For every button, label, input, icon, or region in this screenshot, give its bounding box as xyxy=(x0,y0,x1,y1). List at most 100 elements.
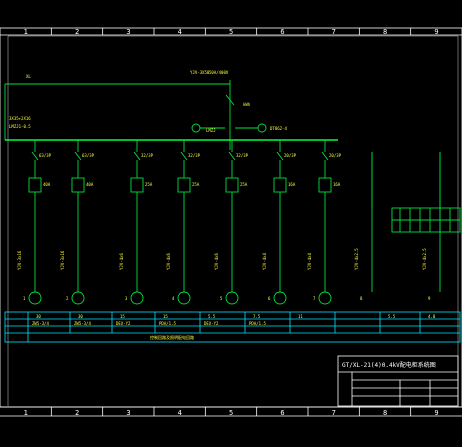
circuit-number: 7 xyxy=(313,296,316,301)
motor-symbol xyxy=(177,291,191,305)
contactor-symbol xyxy=(318,177,332,193)
circuit-1: 63/3P 40A YJV-3x16 1 xyxy=(17,140,52,305)
breaker-symbol xyxy=(180,151,188,161)
motor-symbol xyxy=(28,291,42,305)
cable-label: YJV-4x2.5 xyxy=(422,248,427,270)
table-cell: PDA/1.5 xyxy=(159,321,176,326)
table-cell: 5.5 xyxy=(388,314,396,319)
ruler-number: 7 xyxy=(332,28,336,36)
rating-label: 40A xyxy=(43,182,51,187)
breaker-symbol xyxy=(321,151,329,161)
table-cell: 30 xyxy=(36,314,41,319)
table-cell: PDA/1.5 xyxy=(249,321,266,326)
ruler-number: 1 xyxy=(24,409,28,417)
ruler-number: 4 xyxy=(178,409,182,417)
ruler-number: 2 xyxy=(75,409,79,417)
cable-label: YJV-4x2.5 xyxy=(354,248,359,270)
motor-symbol xyxy=(130,291,144,305)
contactor-symbol xyxy=(28,177,42,193)
circuit-3: 32/3P 25A YJV-4x6 3 xyxy=(119,140,154,305)
parameter-table xyxy=(4,311,461,343)
breaker-label: 32/3P xyxy=(188,153,201,158)
circuit-number: 9 xyxy=(428,296,431,301)
supply-cable-label: YJV-3X50 xyxy=(190,70,210,75)
rating-label: 25A xyxy=(145,182,153,187)
table-cell: ZW5-3/4 xyxy=(32,321,49,326)
circuit-number: 2 xyxy=(66,296,69,301)
motor-symbol xyxy=(318,291,332,305)
cable-label: YJV-4x6 xyxy=(166,253,171,270)
breaker-label: 32/3P xyxy=(141,153,154,158)
table-cell: 11 xyxy=(298,314,303,319)
table-cell: 15 xyxy=(163,314,168,319)
circuit-number: 6 xyxy=(268,296,271,301)
table-cell: 30 xyxy=(78,314,83,319)
rating-label: 25A xyxy=(192,182,200,187)
terminal-block xyxy=(391,207,461,233)
breaker-label: 63/3P xyxy=(82,153,95,158)
ruler-number: 6 xyxy=(280,409,284,417)
main-switch xyxy=(225,94,235,106)
supply-rating-label: 50A/400V xyxy=(209,70,229,75)
contactor-symbol xyxy=(71,177,85,193)
circuit-8: YJV-4x2.5 8 xyxy=(354,152,373,301)
ruler-number: 7 xyxy=(332,409,336,417)
table-cell: ZW5-3/4 xyxy=(74,321,91,326)
ruler-number: 8 xyxy=(383,28,387,36)
left-spec-1: 3X35+2X16 xyxy=(9,116,31,121)
breaker-label: 63/3P xyxy=(39,153,52,158)
cable-label: YJV-4x4 xyxy=(262,253,267,270)
drawing-frame xyxy=(0,27,462,408)
cable-label: YJV-4x4 xyxy=(307,253,312,270)
motor-symbol xyxy=(273,291,287,305)
rating-label: 16A xyxy=(333,182,341,187)
breaker-symbol xyxy=(74,151,82,161)
left-spec-2: LMZJ1-0.5 xyxy=(9,124,31,129)
circuit-number: 3 xyxy=(125,296,128,301)
rating-label: 25A xyxy=(240,182,248,187)
table-cell: DEX-Y2 xyxy=(204,321,219,326)
meter-spec-label: DT862-4 xyxy=(270,126,287,131)
circuit-number: 1 xyxy=(23,296,26,301)
ruler-number: 5 xyxy=(229,28,233,36)
motor-symbol xyxy=(71,291,85,305)
title-block xyxy=(337,355,459,407)
cable-label: YJV-4x6 xyxy=(214,253,219,270)
rating-label: 16A xyxy=(288,182,296,187)
ruler-number: 6 xyxy=(280,28,284,36)
contactor-symbol xyxy=(273,177,287,193)
breaker-symbol xyxy=(276,151,284,161)
ct-label: LMZJ xyxy=(206,128,216,133)
circuit-number: 5 xyxy=(220,296,223,301)
contactor-symbol xyxy=(225,177,239,193)
ruler-number: 9 xyxy=(434,409,438,417)
meter-label: kWh xyxy=(243,102,251,107)
motor-symbol xyxy=(225,291,239,305)
ruler-number: 3 xyxy=(126,28,130,36)
ruler-number: 1 xyxy=(24,28,28,36)
table-cell: 7.5 xyxy=(253,314,261,319)
ruler-number: 9 xyxy=(434,28,438,36)
cable-label: YJV-3x16 xyxy=(17,250,22,270)
ruler-number: 2 xyxy=(75,28,79,36)
circuit-number: 8 xyxy=(360,296,363,301)
ruler-number: 8 xyxy=(383,409,387,417)
left-code-label: XL xyxy=(26,74,31,79)
breaker-symbol xyxy=(31,151,39,161)
current-transformer-left xyxy=(191,123,201,133)
breaker-symbol xyxy=(228,151,236,161)
circuit-9: YJV-4x2.5 9 xyxy=(422,152,441,301)
table-cell: 15 xyxy=(120,314,125,319)
cable-label: YJV-4x6 xyxy=(119,253,124,270)
drawing-title: GT/XL-21(4)0.4kV配电柜系统图 xyxy=(342,361,436,369)
